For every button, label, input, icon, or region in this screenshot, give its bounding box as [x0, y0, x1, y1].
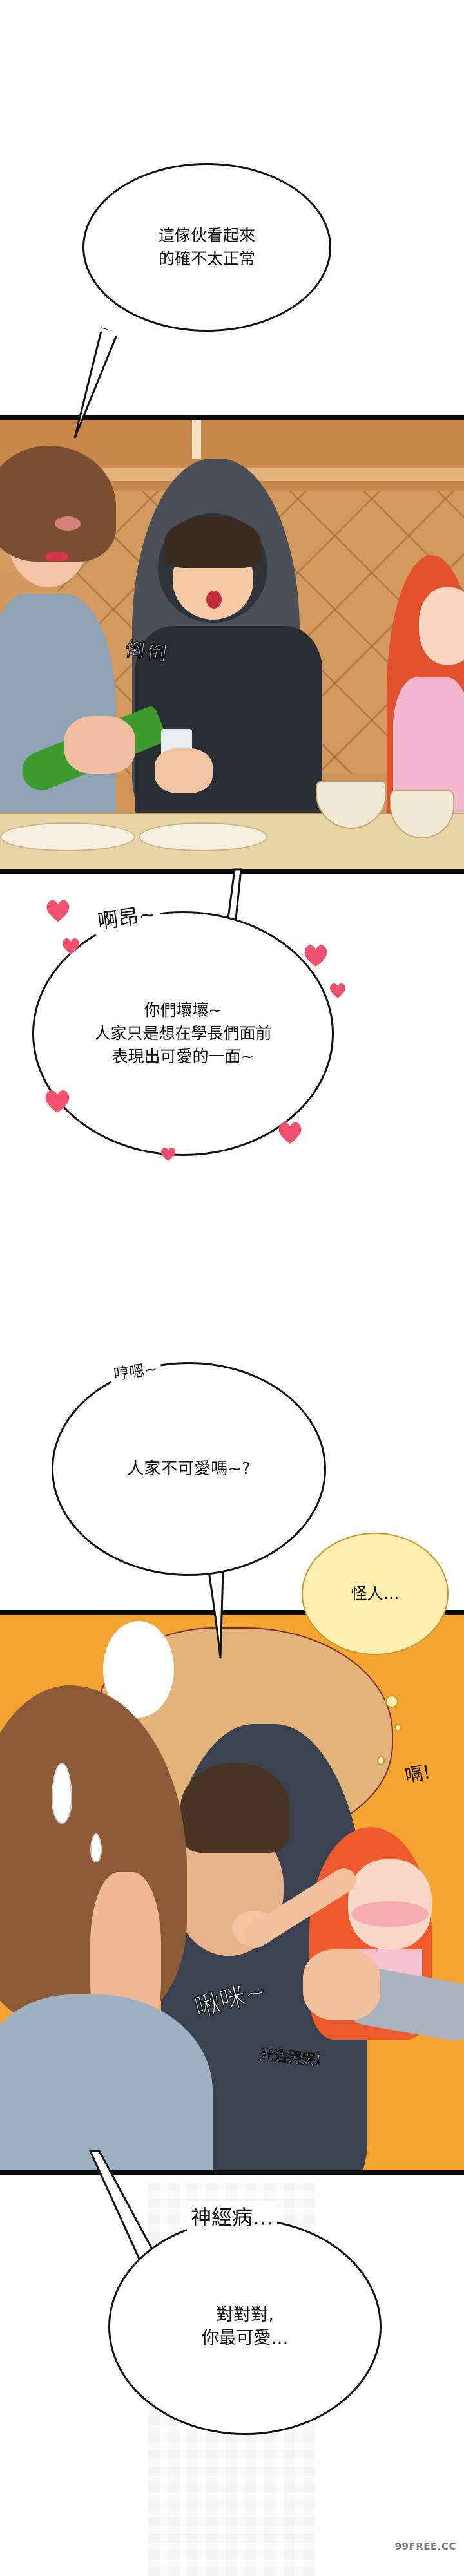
poking-fist — [303, 1949, 380, 2020]
plate — [139, 822, 267, 851]
plate — [0, 822, 135, 851]
sfx-hiccup: 嗝! — [403, 1761, 432, 1787]
redhead-face — [419, 587, 464, 665]
panel-closeup: 嗝! 啾咪~ 光浩哭哭! — [0, 1610, 464, 2175]
panel-restaurant-booth: 倒倒 — [0, 415, 464, 874]
thought-dot — [385, 1695, 398, 1708]
sweat-drop-icon — [52, 1763, 72, 1824]
speech-bubble-5: 對對對, 你最可愛… — [108, 2219, 382, 2435]
heart-icon — [330, 983, 345, 998]
heart-icon — [278, 1122, 302, 1144]
speech-text-2: 你們壞壞~ 人家只是想在學長們面前 表現出可愛的一面~ — [94, 1001, 272, 1066]
man-blush — [55, 516, 81, 531]
thought-dot — [377, 1756, 385, 1765]
thought-text: 怪人… — [351, 1584, 400, 1603]
girl-open-mouth — [206, 591, 222, 609]
speech-bubble-3: 人家不可愛嗎~? — [52, 1362, 326, 1576]
man-shirt-back — [0, 1994, 213, 2170]
heart-icon — [304, 945, 327, 967]
girl-hair-closeup — [180, 1763, 290, 1853]
man-hair — [0, 446, 116, 562]
site-watermark: 99FREE.CC — [394, 2541, 456, 2552]
sfx-idiot: 神經病… — [187, 2201, 278, 2231]
man-mouth — [45, 552, 68, 561]
heart-icon — [63, 938, 79, 954]
thought-dot — [394, 1724, 401, 1731]
girl-hair — [164, 516, 261, 568]
sweat-drop-icon — [90, 1833, 102, 1862]
speech-bubble-2: 你們壞壞~ 人家只是想在學長們面前 表現出可愛的一面~ — [32, 911, 334, 1156]
thought-bubble: 怪人… — [302, 1533, 449, 1655]
speech-tail-3 — [208, 1570, 224, 1658]
wall-lamp — [192, 420, 201, 459]
speech-text-1: 這傢伙看起來 的確不太正常 — [158, 226, 255, 268]
heart-icon — [45, 1090, 70, 1113]
speech-bubble-1: 這傢伙看起來 的確不太正常 — [82, 163, 331, 332]
girl-hands — [155, 748, 213, 793]
heart-icon — [46, 900, 70, 922]
man-hand — [64, 716, 135, 774]
sfx-pouring: 倒倒 — [124, 638, 171, 667]
heart-icon — [160, 1147, 176, 1161]
speech-text-3: 人家不可愛嗎~? — [127, 1459, 251, 1479]
redhead-blush — [351, 1901, 429, 1927]
speech-tail-1 — [73, 327, 121, 439]
speech-text-5: 對對對, 你最可愛… — [201, 2305, 289, 2348]
